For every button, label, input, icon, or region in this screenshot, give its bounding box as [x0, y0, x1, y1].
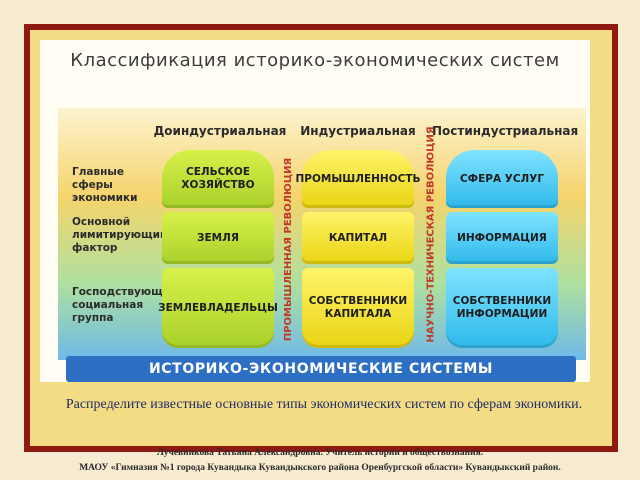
- cell-agriculture: СЕЛЬСКОЕ ХОЗЯЙСТВО: [162, 150, 274, 208]
- cell-information: ИНФОРМАЦИЯ: [446, 212, 558, 264]
- column-preindustrial: СЕЛЬСКОЕ ХОЗЯЙСТВО ЗЕМЛЯ ЗЕМЛЕВЛАДЕЛЬЦЫ: [158, 150, 278, 348]
- column-industrial: ПРОМЫШЛЕННОСТЬ КАПИТАЛ СОБСТВЕННИКИ КАПИ…: [296, 150, 421, 348]
- base-bar: ИСТОРИКО-ЭКОНОМИЧЕСКИЕ СИСТЕМЫ: [66, 356, 576, 382]
- cell-industry: ПРОМЫШЛЕННОСТЬ: [296, 150, 421, 208]
- author-credit: Лучевникова Татьяна Александровна. Учите…: [156, 448, 484, 458]
- cell-landowners: ЗЕМЛЕВЛАДЕЛЬЦЫ: [158, 268, 278, 348]
- diagram-title: Классификация историко-экономических сис…: [70, 50, 560, 71]
- era-header-industrial: Индустриальная: [300, 124, 416, 138]
- cell-land: ЗЕМЛЯ: [162, 212, 274, 264]
- cell-services: СФЕРА УСЛУГ: [446, 150, 558, 208]
- era-header-postindustrial: Постиндустриальная: [432, 124, 579, 138]
- row-label-dominant-group: Господствующая социальная группа: [72, 286, 177, 324]
- cell-information-owners: СОБСТВЕННИКИ ИНФОРМАЦИИ: [446, 268, 558, 348]
- row-label-limiting-factor: Основной лимитирующий фактор: [72, 216, 168, 254]
- task-text: Распределите известные основные типы эко…: [65, 397, 583, 412]
- school-credit: МАОУ «Гимназия №1 города Кувандыка Куван…: [79, 463, 561, 473]
- scientific-revolution-label: НАУЧНО-ТЕХНИЧЕСКАЯ РЕВОЛЮЦИЯ: [425, 125, 437, 343]
- era-header-preindustrial: Доиндустриальная: [153, 124, 287, 138]
- column-postindustrial: СФЕРА УСЛУГ ИНФОРМАЦИЯ СОБСТВЕННИКИ ИНФО…: [446, 150, 558, 348]
- row-label-main-sectors: Главные сферы экономики: [72, 166, 138, 204]
- cell-capital: КАПИТАЛ: [302, 212, 414, 264]
- cell-capital-owners: СОБСТВЕННИКИ КАПИТАЛА: [302, 268, 414, 348]
